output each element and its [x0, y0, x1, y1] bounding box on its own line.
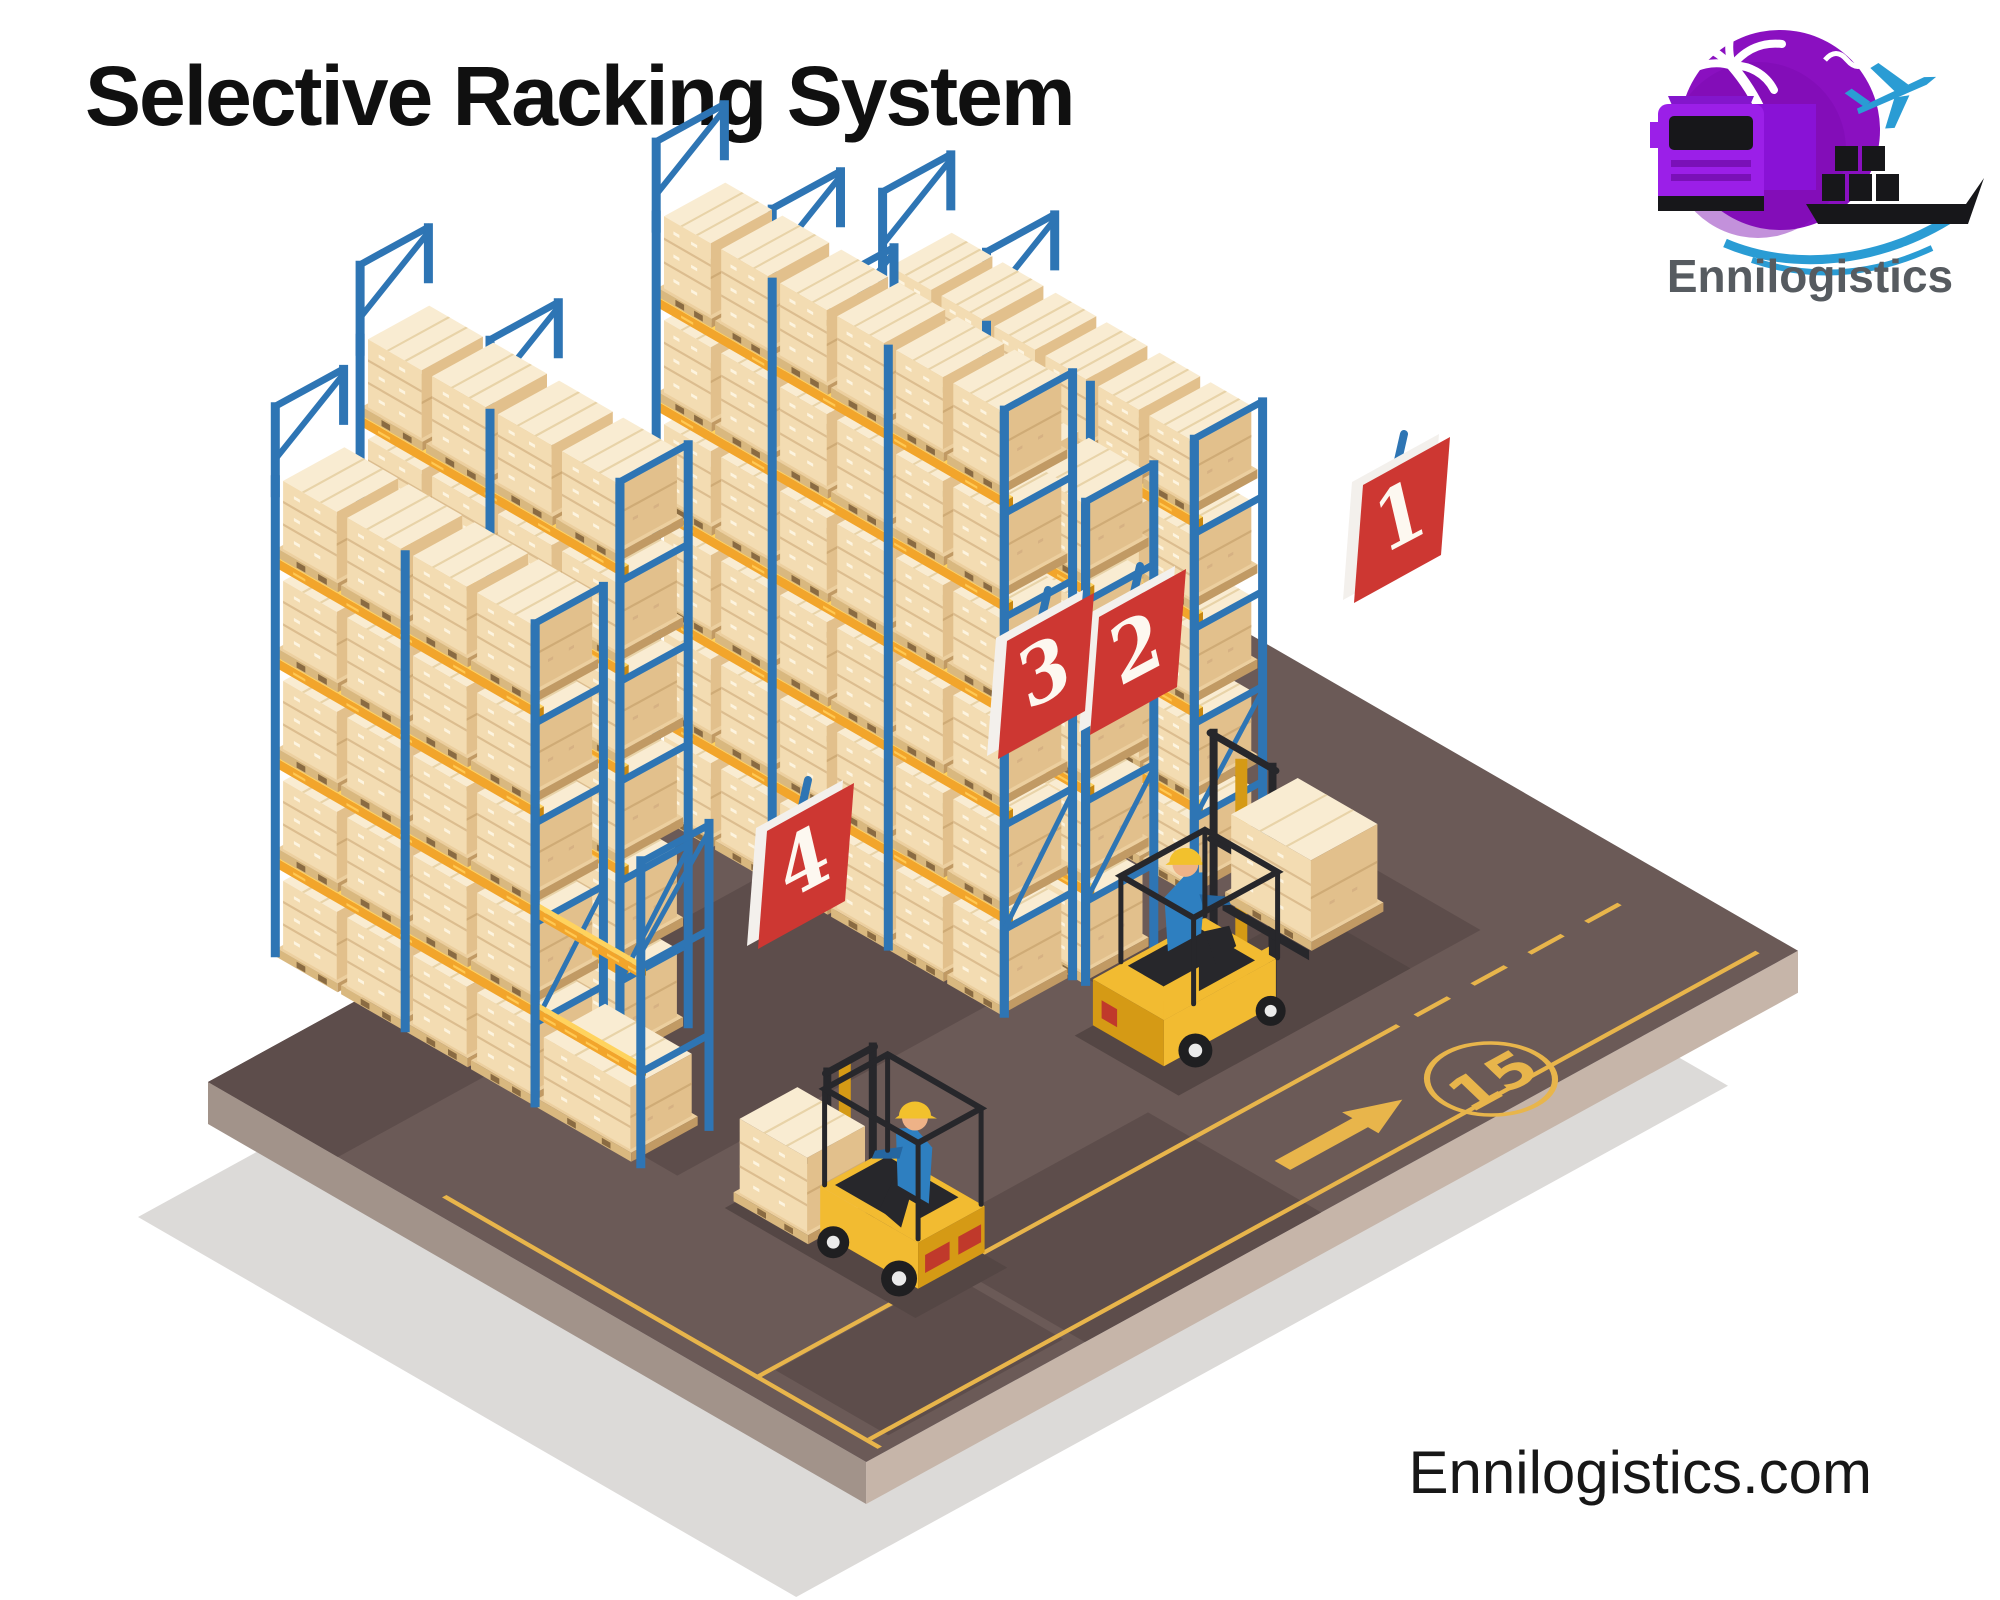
bird-icon — [1823, 51, 1871, 69]
rack-row-4-end-bay: 4 — [530, 776, 854, 1169]
airplane-icon — [1844, 62, 1937, 129]
brand-logo: Ennilogistics — [1650, 12, 1984, 302]
rack-number-sign-2: 2 — [1079, 562, 1186, 735]
rack-number-sign-4: 4 — [747, 776, 854, 949]
rack-number-sign-3: 3 — [987, 586, 1094, 759]
forklift-right — [1074, 728, 1411, 1096]
logo-swoosh — [1723, 207, 1965, 265]
forklift-left — [724, 1042, 1008, 1318]
rack-number-sign-1: 1 — [1343, 430, 1450, 603]
cargo-ship-icon — [1806, 146, 1984, 224]
rack-row-4 — [270, 364, 608, 1108]
logo-brand-name: Ennilogistics — [1667, 250, 1953, 302]
page-title: Selective Racking System — [85, 49, 1076, 143]
truck-icon — [1650, 96, 1816, 211]
website-text: Ennilogistics.com — [1408, 1439, 1872, 1506]
direction-arrow — [1274, 1115, 1374, 1170]
